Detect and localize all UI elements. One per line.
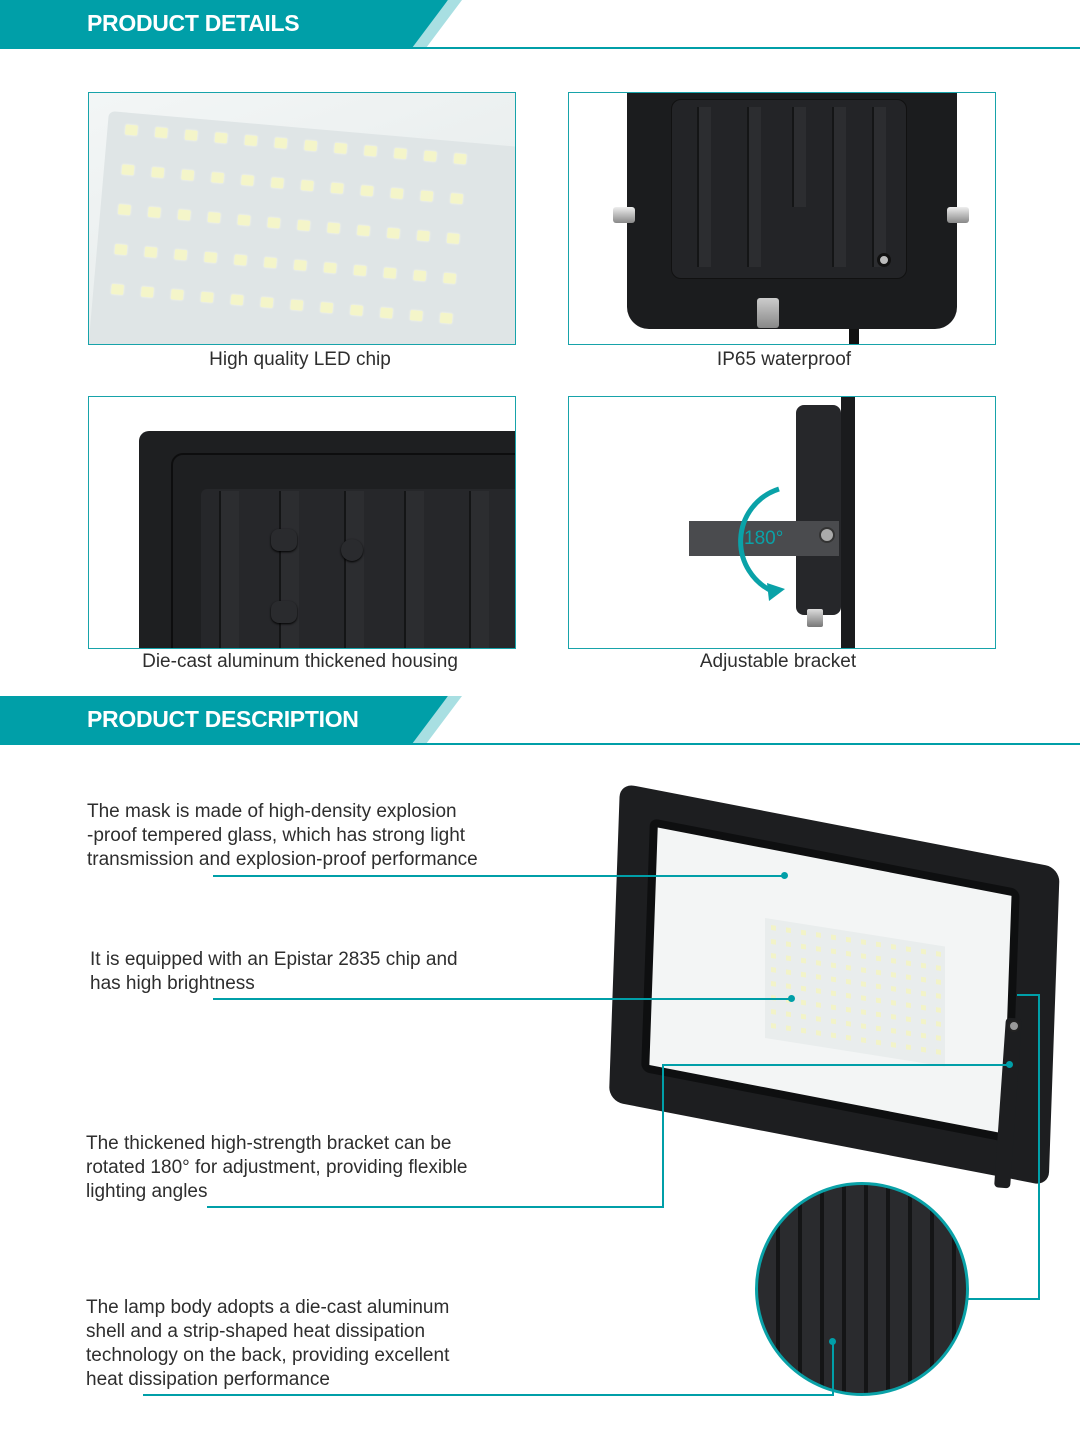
caption-led-chip: High quality LED chip [209,349,391,370]
rotation-label: 180° [744,528,784,549]
housing-closeup-image [139,431,515,648]
leader-line-bracket-h [207,1206,664,1208]
side-bolt-right [947,207,969,223]
leader-dot-chip [788,995,795,1002]
description-mask: The mask is made of high-density explosi… [87,801,478,870]
leader-line-chip [213,998,791,1000]
side-bolt-left [613,207,635,223]
leader-line-bracket-v [662,1064,664,1208]
detail-card-housing [88,396,516,649]
section-title: PRODUCT DESCRIPTION [87,706,359,732]
connector-top [1017,994,1040,996]
caption-housing: Die-cast aluminum thickened housing [142,651,458,672]
description-bracket: The thickened high-strength bracket can … [86,1133,468,1202]
header-underline [0,743,1080,745]
heatsink-closeup-circle [755,1182,969,1396]
bracket-arm [689,521,839,556]
screw [877,253,891,267]
led-board [89,111,515,344]
cable-gland [757,298,779,328]
floodlight-product-image [580,778,1080,1198]
led-chip-image [89,93,515,344]
leader-dot-body [829,1338,836,1345]
header-underline [0,47,1080,49]
back-housing-image [627,93,957,329]
lamp-front-edge [841,397,855,648]
leader-dot-bracket [1006,1061,1013,1068]
section-title: PRODUCT DETAILS [87,10,300,36]
detail-card-bracket: 180° [568,396,996,649]
header-bar [0,696,448,744]
leader-line-bracket-top [662,1064,1010,1066]
description-body: The lamp body adopts a die-cast aluminum… [86,1297,450,1390]
connector-bottom [968,1298,1040,1300]
rotate-180-arrow-icon [738,486,785,601]
side-view-image [796,405,841,615]
header-bar [0,0,448,48]
bracket-screw [819,527,835,543]
cable-gland [807,609,823,627]
led-chip-grid [108,124,484,344]
leader-line-body-v [832,1342,834,1396]
bracket-bolt [1008,1020,1020,1032]
description-chip: It is equipped with an Epistar 2835 chip… [90,949,458,994]
connector-vertical [1038,994,1040,1300]
power-cable [849,329,859,344]
detail-card-led-chip [88,92,516,345]
detail-card-ip65 [568,92,996,345]
caption-bracket: Adjustable bracket [699,651,857,672]
caption-ip65: IP65 waterproof [716,349,852,370]
leader-line-mask [213,875,785,877]
section-header-description: PRODUCT DESCRIPTION [0,696,1080,746]
leader-line-body-h [143,1394,834,1396]
leader-dot-mask [781,872,788,879]
section-header-details: PRODUCT DETAILS [0,0,1080,50]
